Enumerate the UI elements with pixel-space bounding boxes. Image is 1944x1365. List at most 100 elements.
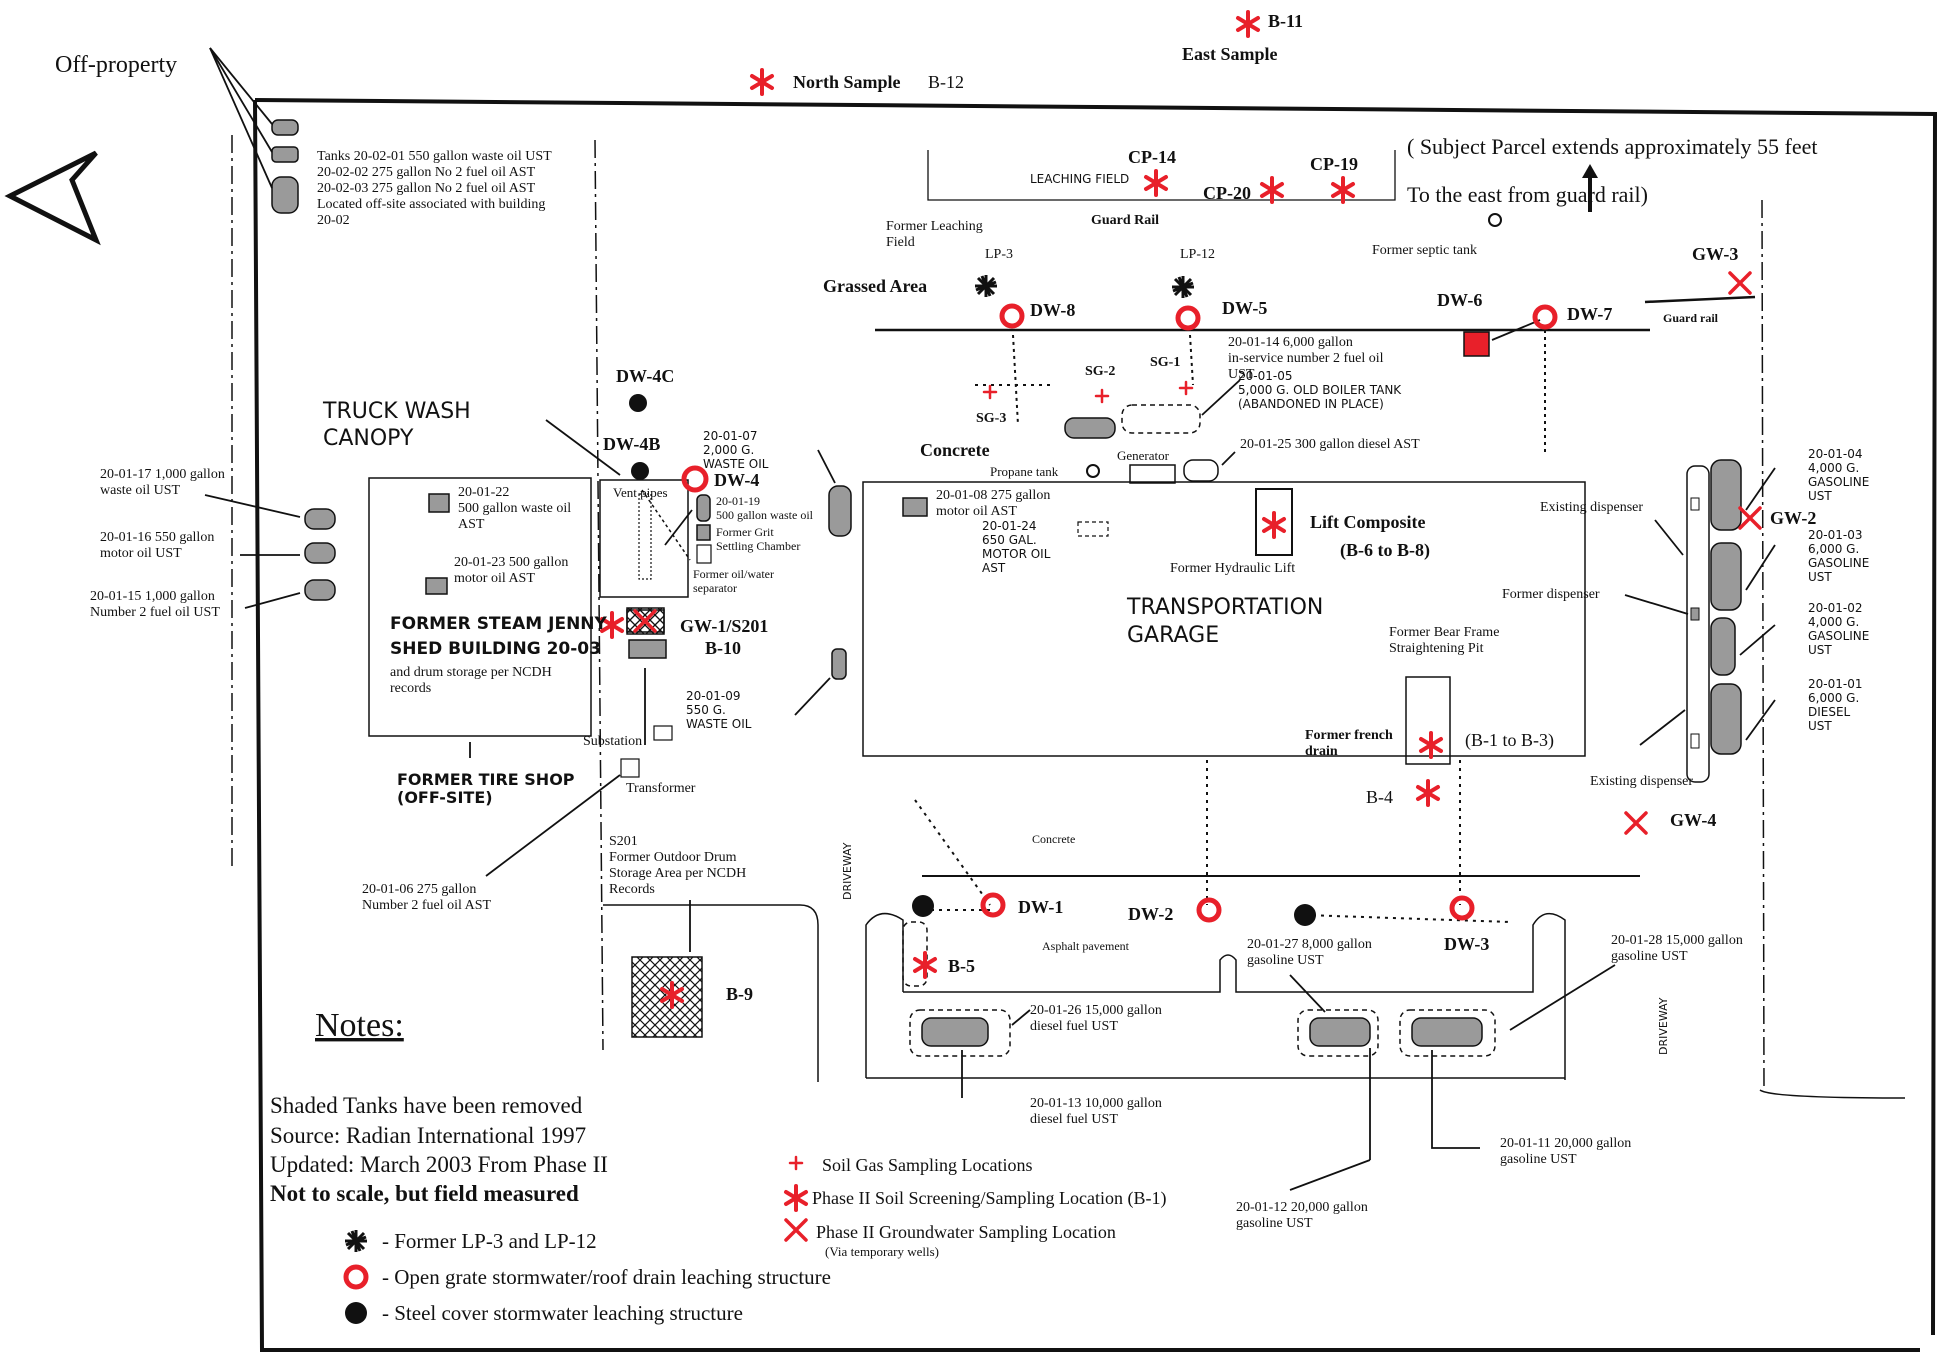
b4-marker xyxy=(1416,779,1440,807)
label-subject-parcel-line-2: To the east from guard rail) xyxy=(1407,182,1648,207)
label-tank-20-01-11-line-2: gasoline UST xyxy=(1500,1152,1577,1167)
label-b5: B-5 xyxy=(948,956,975,976)
label-lift-composite: Lift Composite xyxy=(1310,512,1426,532)
label-tank-20-01-03-line-1: 20-01-03 xyxy=(1808,528,1862,542)
dispenser-former xyxy=(1690,607,1700,621)
label-former-oil-water-line-1: Former oil/water xyxy=(693,567,774,581)
lp12-marker xyxy=(1172,276,1194,298)
b11-marker xyxy=(1236,10,1260,38)
tank-20-01-04 xyxy=(1710,459,1742,531)
label-tank-20-01-01-line-2: 6,000 G. xyxy=(1808,691,1859,705)
label-s201-line-3: Storage Area per NCDH xyxy=(609,866,746,881)
label-tank-20-01-27-line-1: 20-01-27 8,000 gallon xyxy=(1247,937,1372,952)
tank-20-01-16 xyxy=(304,542,336,564)
label-dw4: DW-4 xyxy=(714,470,759,490)
notes-block: Notes: Shaded Tanks have been removed So… xyxy=(270,1007,608,1206)
label-tank-20-01-24-line-1: 20-01-24 xyxy=(982,519,1036,533)
label-drum-storage-line-1: and drum storage per NCDH xyxy=(390,665,552,680)
label-tank-20-01-05-line-2: 5,000 G. OLD BOILER TANK xyxy=(1238,383,1402,397)
leader-20-01-14 xyxy=(1201,379,1241,416)
tank-20-01-11-outline xyxy=(1399,1009,1496,1057)
label-b6-b8: (B-6 to B-8) xyxy=(1340,540,1430,561)
label-former-grit-line-1: Former Grit xyxy=(716,525,774,539)
drain-dw8 xyxy=(1012,334,1019,426)
label-s201-line-4: Records xyxy=(609,882,655,897)
vent-pipe-drain xyxy=(641,489,691,561)
label-bear-frame-line-2: Straightening Pit xyxy=(1389,641,1484,656)
label-cp14: CP-14 xyxy=(1128,147,1176,167)
sg2-marker xyxy=(1094,388,1110,404)
label-s201-line-1: S201 xyxy=(609,834,638,849)
label-tank-20-01-16-line-2: motor oil UST xyxy=(100,546,182,561)
label-tank-20-01-23-line-2: motor oil AST xyxy=(454,571,535,586)
label-dw4c: DW-4C xyxy=(616,366,674,386)
dw7-marker xyxy=(1532,304,1558,330)
leader-off-property-2 xyxy=(209,47,273,153)
asphalt-island-mid xyxy=(903,912,1566,1080)
gw1-asterisk-marker xyxy=(600,611,624,639)
site-linework xyxy=(231,98,1938,1352)
hydraulic-lift-rect xyxy=(1255,488,1293,556)
label-tank-20-01-15-line-1: 20-01-15 1,000 gallon xyxy=(90,589,215,604)
notes-heading: Notes: xyxy=(315,1007,404,1044)
label-steam-jenny-line-2: SHED BUILDING 20-03 xyxy=(390,639,601,659)
french-drain-marker xyxy=(1419,731,1443,759)
label-b1-b3: (B-1 to B-3) xyxy=(1465,730,1554,751)
dw6-red-tank xyxy=(1463,331,1490,357)
label-tank-20-01-22-line-3: AST xyxy=(458,517,485,532)
cp19-marker xyxy=(1331,176,1355,204)
label-b11: B-11 xyxy=(1268,11,1303,31)
dw-asphalt-left-marker xyxy=(912,895,934,917)
label-generator: Generator xyxy=(1117,448,1170,463)
leader-20-01-11 xyxy=(1431,1050,1480,1149)
label-tank-20-01-07-line-3: WASTE OIL xyxy=(703,457,769,471)
steam-jenny-building xyxy=(368,477,592,737)
drain-dw1 xyxy=(914,799,991,906)
leader-off-property-3 xyxy=(209,47,273,189)
label-tank-20-01-09-line-3: WASTE OIL xyxy=(686,717,752,731)
label-lp12: LP-12 xyxy=(1180,247,1215,262)
label-dw5: DW-5 xyxy=(1222,298,1267,318)
label-dw4b: DW-4B xyxy=(603,434,660,454)
propane-tank xyxy=(1086,464,1100,478)
tank-20-01-26 xyxy=(921,1017,989,1047)
leader-20-01-15 xyxy=(244,592,301,609)
label-tank-20-01-07-line-1: 20-01-07 xyxy=(703,429,757,443)
label-tank-20-01-04-line-3: GASOLINE xyxy=(1808,475,1869,489)
b9-marker xyxy=(660,981,684,1009)
lp3-marker xyxy=(975,275,997,297)
label-driveway-left: DRIVEWAY xyxy=(841,842,854,900)
label-tank-20-01-02-line-3: GASOLINE xyxy=(1808,629,1869,643)
label-tank-20-01-08-line-2: motor oil AST xyxy=(936,504,1017,519)
tank-20-02-01 xyxy=(271,119,299,136)
label-existing-dispenser-1: Existing dispenser xyxy=(1540,500,1643,515)
tank-20-01-26-outline xyxy=(909,1009,1011,1057)
label-tank-20-01-07-line-2: 2,000 G. xyxy=(703,443,754,457)
cp14-marker xyxy=(1144,169,1168,197)
tank-20-01-23 xyxy=(425,577,448,595)
label-tank-20-01-19-line-2: 500 gallon waste oil xyxy=(716,508,814,522)
label-north-sample: North Sample xyxy=(793,72,901,92)
cp20-marker xyxy=(1260,176,1284,204)
legend-block: - Former LP-3 and LP-12 - Open grate sto… xyxy=(382,1155,1166,1325)
tank-20-01-03 xyxy=(1710,542,1742,611)
label-tanks-20-02-line-2: 20-02-02 275 gallon No 2 fuel oil AST xyxy=(317,165,536,180)
label-tank-20-01-02-line-2: 4,000 G. xyxy=(1808,615,1859,629)
label-dw8: DW-8 xyxy=(1030,300,1075,320)
tank-20-01-05-outline xyxy=(1121,404,1201,434)
notes-line-3: Updated: March 2003 From Phase II xyxy=(270,1152,608,1177)
dw3-marker xyxy=(1449,895,1475,921)
notes-line-2: Source: Radian International 1997 xyxy=(270,1123,586,1148)
leader-20-01-03 xyxy=(1745,544,1776,591)
label-dw1: DW-1 xyxy=(1018,897,1063,917)
dw4-marker xyxy=(681,465,709,493)
label-tank-20-01-26-line-2: diesel fuel UST xyxy=(1030,1019,1118,1034)
b5-outline xyxy=(902,921,928,987)
tank-20-01-07 xyxy=(828,485,852,537)
leaching-field-bracket xyxy=(927,150,1396,201)
leader-20-01-12 xyxy=(1289,1159,1371,1191)
label-lp3: LP-3 xyxy=(985,247,1013,262)
leader-dw6 xyxy=(1491,319,1541,341)
label-grassed-area: Grassed Area xyxy=(823,276,927,296)
